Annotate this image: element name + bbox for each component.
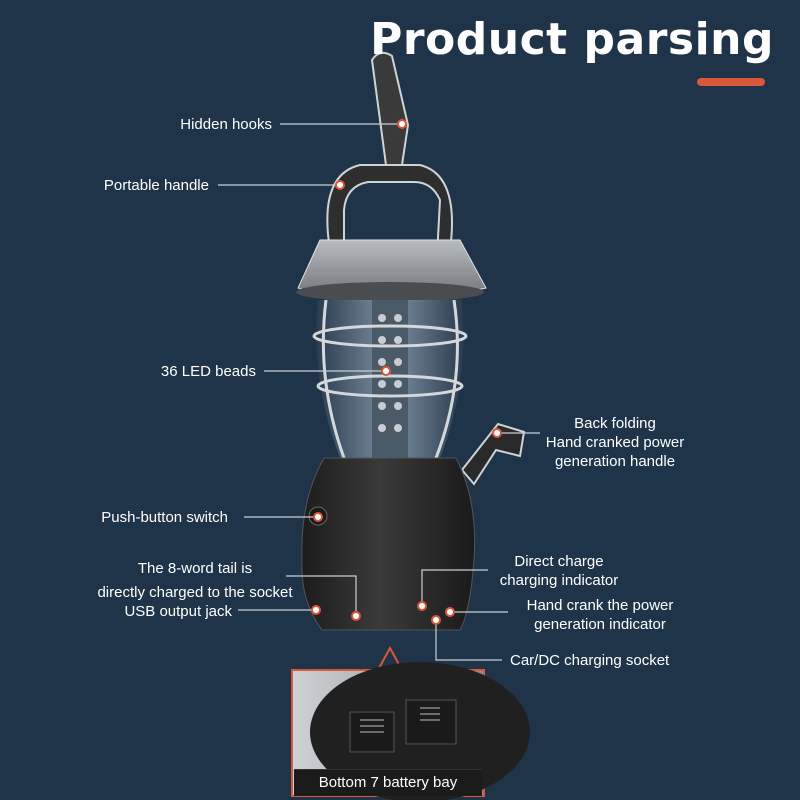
base-body: [301, 457, 476, 631]
label-usb-output: USB output jack: [124, 603, 232, 620]
page-title: Product parsing: [370, 14, 774, 65]
battery-bay-inset: [291, 645, 530, 800]
title-accent-bar: [697, 78, 765, 86]
label-led-beads: 36 LED beads: [160, 363, 256, 380]
label-direct-charge-line1: Direct charge: [514, 553, 604, 570]
cage-wires: [312, 299, 468, 459]
label-car-dc: Car/DC charging socket: [510, 652, 670, 669]
label-hand-crank-line1: Hand crank the power: [526, 597, 674, 614]
label-back-folding-line2: Hand cranked power: [545, 434, 685, 451]
label-hand-crank-line2: generation indicator: [534, 616, 666, 633]
label-push-button: Push-button switch: [101, 509, 228, 526]
leader-lines: [218, 123, 540, 661]
led-beads: [378, 314, 402, 432]
callout-dots: [311, 119, 502, 625]
label-tail-line2: directly charged to the socket: [97, 584, 293, 601]
top-cap: [296, 239, 487, 302]
crank-handle: [460, 422, 526, 486]
label-hand-crank-indicator: Hand crank the power generation indicato…: [508, 596, 692, 634]
glass-globe: [312, 299, 468, 459]
label-tail-line1: The 8-word tail is: [137, 560, 253, 577]
battery-springs: [360, 707, 440, 733]
label-hidden-hooks: Hidden hooks: [180, 116, 272, 133]
hook: [370, 51, 410, 166]
label-direct-charge: Direct charge charging indicator: [484, 552, 634, 590]
inset-caption: Bottom 7 battery bay: [294, 769, 482, 796]
label-direct-charge-line2: charging indicator: [499, 572, 619, 589]
label-back-folding: Back folding Hand cranked power generati…: [540, 414, 690, 471]
label-back-folding-line3: generation handle: [554, 453, 676, 470]
label-portable-handle: Portable handle: [103, 177, 209, 194]
label-back-folding-line1: Back folding: [574, 415, 656, 432]
label-tail: The 8-word tail is directly charged to t…: [80, 559, 310, 602]
